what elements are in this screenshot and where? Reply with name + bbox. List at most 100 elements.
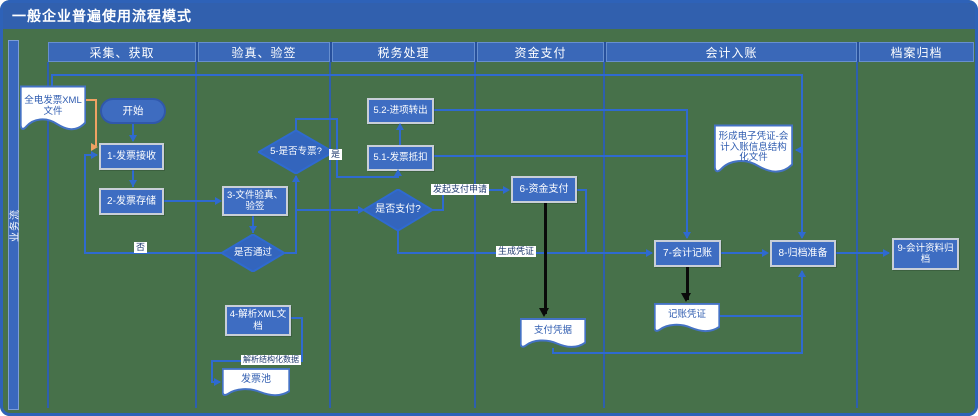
doc-evoucher-structured-file-label: 形成电子凭证-会计入账信息结构化文件 [718,130,789,164]
arrowhead-icon [91,142,98,151]
node-1-invoice-receive: 1-发票接收 [99,143,164,170]
lane-divider [329,62,331,408]
node-5-2-input-transfer-out: 5.2-进项转出 [367,98,434,124]
node-3-file-verify-sign: 3-文件验真、验签 [222,186,288,216]
arrowhead-icon [358,205,365,214]
decision-pay-label: 是否支付? [375,204,421,216]
decision-pay: 是否支付? [363,189,433,231]
connector-line [301,317,303,362]
edge-label-no: 否 [134,242,148,254]
arrowhead-icon [682,232,691,239]
node-8-archive-prepare: 8-归档准备 [770,240,836,267]
decision-special-invoice-label: 5-是否专票? [270,145,322,157]
edge-label-parse-structured-data: 解析结构化数据 [241,355,301,365]
connector-line [295,118,297,131]
doc-xml-invoice-file-label: 全电发票XML 文件 [24,95,82,117]
connector-line [399,124,401,146]
connector-line [577,189,587,191]
doc-accounting-voucher-label: 记账凭证 [667,309,706,321]
lane-divider [474,62,476,408]
lane-header-0: 采集、获取 [48,42,196,62]
lane-header-1: 验真、验签 [196,42,330,62]
connector-line [132,170,134,187]
row-header-label: 业务流 [10,208,21,242]
connector-line [397,231,399,254]
connector-line [85,252,222,254]
lane-header-3: 资金支付 [475,42,604,62]
arrowhead-icon [215,196,222,205]
arrowhead-icon [503,185,510,194]
arrowhead-icon [762,248,769,257]
decision-special-invoice: 5-是否专票? [258,130,334,174]
connector-line [295,118,338,120]
connector-line [431,209,444,211]
connector-line [721,252,767,254]
edge-label-payment-request: 发起支付申请 [431,184,490,196]
connector-line [720,315,803,317]
row-header-business-flow: 业务流 [8,40,21,410]
arrowhead-icon [539,307,550,317]
doc-xml-invoice-file: 全电发票XML 文件 [20,85,86,137]
connector-line [442,189,444,211]
lane-divider [603,62,605,408]
doc-evoucher-structured-file: 形成电子凭证-会计入账信息结构化文件 [714,124,793,180]
arrowhead-icon [395,123,404,130]
connector-line [801,271,803,354]
lane-divider [195,62,197,408]
edge-label-yes: 是 [329,149,343,161]
connector-line [552,352,803,354]
lane-header-5: 档案归档 [857,42,974,62]
connector-line [836,252,889,254]
connector-line [51,74,803,76]
diagram-title: 一般企业普遍使用流程模式 [3,3,975,29]
lane-header-4: 会计入账 [604,42,857,62]
connector-line [295,176,297,254]
arrowhead-icon [128,135,137,142]
connector-line [291,317,303,319]
arrowhead-icon [883,248,890,257]
connector-line [544,203,547,314]
arrowhead-icon [128,180,137,187]
doc-payment-receipt-label: 支付凭据 [533,324,572,336]
connector-line [84,154,86,254]
node-7-accounting-entry: 7-会计记账 [654,240,721,267]
lane-divider [47,62,49,408]
lane-header-bar: 采集、获取验真、验签税务处理资金支付会计入账档案归档 [48,42,974,62]
connector-line [285,252,297,254]
node-2-invoice-store: 2-发票存储 [99,188,164,215]
connector-line [211,360,213,383]
connector-line [434,109,688,111]
arrowhead-icon [291,175,300,182]
node-5-1-invoice-deduct: 5.1-发票抵扣 [367,145,434,171]
arrowhead-icon [393,169,402,176]
arrowhead-icon [214,377,221,386]
connector-line [686,267,689,300]
connector-line [336,176,399,178]
connector-line [51,75,53,86]
arrowhead-icon [797,270,806,277]
arrowhead-icon [795,145,802,154]
arrowhead-icon [248,226,257,233]
connector-line [336,118,338,178]
connector-line [252,216,254,233]
decision-pass-label: 是否通过 [233,246,272,258]
node-9-accounting-archive: 9-会计资料归档 [892,238,959,270]
connector-line [686,109,688,238]
connector-line [552,348,554,354]
connector-line [95,99,97,146]
doc-accounting-voucher: 记账凭证 [654,303,720,336]
decision-pass: 是否通过 [221,234,285,272]
connector-line [434,155,688,157]
arrowhead-icon [91,150,98,159]
connector-line [801,74,803,238]
connector-line [585,189,587,254]
connector-line [86,99,97,101]
connector-line [296,209,364,211]
node-4-parse-xml: 4-解析XML文档 [225,305,291,336]
connector-line [132,124,134,141]
lane-divider [856,62,858,408]
arrowhead-icon [646,248,653,257]
doc-invoice-pool: 发票池 [222,368,290,400]
edge-label-generate-voucher: 生成凭证 [496,246,537,258]
